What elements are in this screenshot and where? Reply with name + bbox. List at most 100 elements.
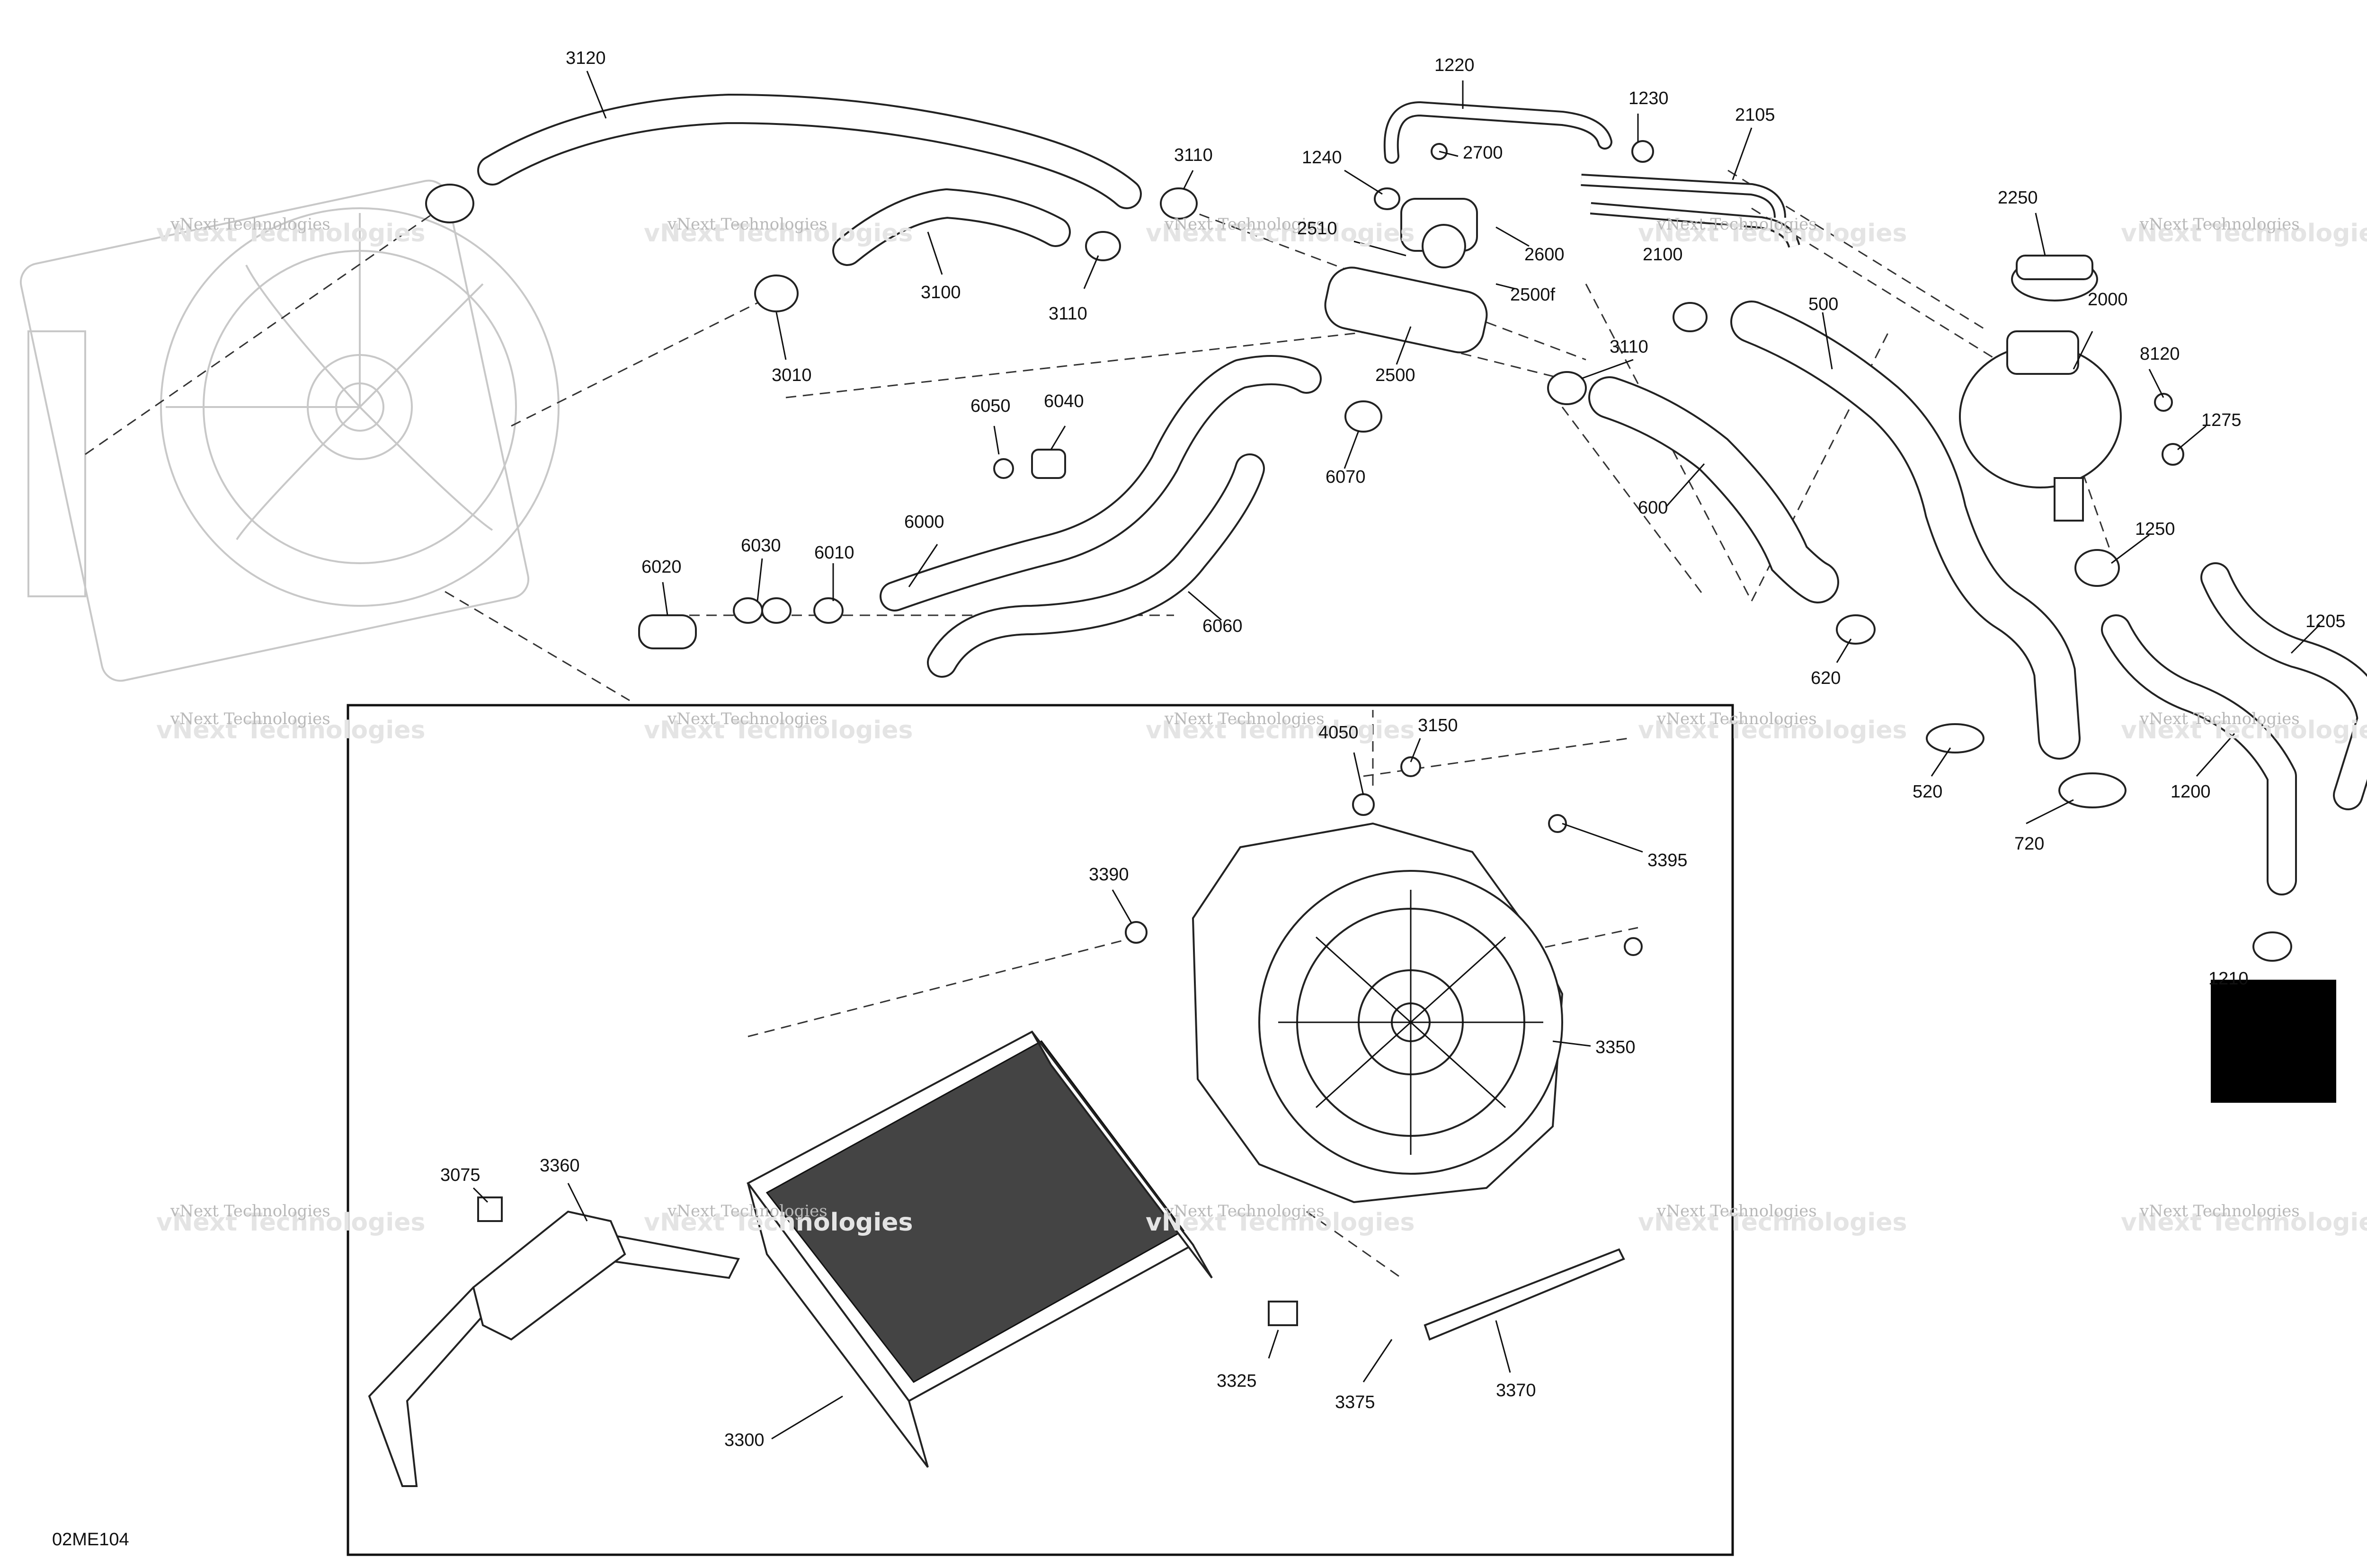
part-label: 6050 bbox=[970, 396, 1011, 416]
hose-1200 bbox=[2101, 614, 2297, 895]
watermark: vNext Technologies bbox=[170, 1202, 330, 1221]
part-label: 3300 bbox=[724, 1430, 765, 1450]
part-label: 3360 bbox=[540, 1156, 580, 1176]
watermark: vNext Technologies bbox=[1146, 219, 1415, 248]
watermark: vNext Technologies bbox=[2121, 1208, 2367, 1237]
hose-600 bbox=[1588, 376, 1839, 603]
part-label: 2000 bbox=[2088, 290, 2128, 310]
watermark: vNext Technologies bbox=[1656, 1202, 1817, 1221]
part-label: 1200 bbox=[2171, 782, 2211, 802]
watermark: vNext Technologies bbox=[1656, 215, 1817, 234]
part-label: 6000 bbox=[904, 512, 944, 532]
part-label: 1205 bbox=[2305, 611, 2346, 631]
part-label: 2250 bbox=[1998, 188, 2038, 208]
part-label: 3110 bbox=[1049, 304, 1087, 324]
part-label: 2100 bbox=[1643, 245, 1683, 265]
clamps bbox=[425, 140, 2292, 962]
watermark: vNext Technologies bbox=[156, 219, 425, 248]
figure-code: 02ME104 bbox=[52, 1530, 129, 1550]
watermark: vNext Technologies bbox=[1638, 716, 1907, 744]
part-label: 2500f bbox=[1510, 285, 1556, 305]
ghost-fan-assembly bbox=[19, 179, 560, 682]
part-label: 1230 bbox=[1628, 89, 1669, 108]
inset-frame bbox=[347, 704, 1734, 1556]
part-label: 4050 bbox=[1318, 723, 1359, 743]
watermark: vNext Technologies bbox=[2139, 1202, 2300, 1221]
watermark: vNext Technologies bbox=[170, 709, 330, 728]
part-label: 3110 bbox=[1610, 337, 1648, 357]
part-label: 6010 bbox=[814, 543, 854, 563]
hose-500 bbox=[1730, 301, 2081, 760]
part-label: 3120 bbox=[566, 48, 606, 68]
watermark: vNext Technologies bbox=[667, 215, 828, 234]
watermark: vNext Technologies bbox=[1638, 219, 1907, 248]
part-label: 6040 bbox=[1044, 391, 1084, 411]
hose-3100 bbox=[832, 188, 1071, 266]
pipe-2500 bbox=[1324, 198, 1488, 354]
part-label: 8120 bbox=[2140, 344, 2180, 364]
part-label: 6060 bbox=[1202, 616, 1243, 636]
watermark: vNext Technologies bbox=[156, 716, 425, 744]
part-label: 3390 bbox=[1089, 865, 1129, 885]
watermark: vNext Technologies bbox=[2139, 215, 2300, 234]
part-label: 600 bbox=[1638, 498, 1668, 518]
part-label: 2500 bbox=[1375, 365, 1415, 385]
watermark: vNext Technologies bbox=[1164, 709, 1325, 728]
part-label: 6020 bbox=[641, 557, 682, 577]
part-label: 3150 bbox=[1418, 716, 1458, 735]
part-label: 3010 bbox=[772, 365, 812, 385]
part-label: 3325 bbox=[1217, 1371, 1257, 1391]
part-label: 2600 bbox=[1524, 245, 1565, 265]
part-label: 1275 bbox=[2201, 410, 2242, 430]
radiator-3300 bbox=[747, 1030, 1213, 1468]
watermark: vNext Technologies bbox=[1638, 1208, 1907, 1237]
part-label: 6030 bbox=[741, 536, 781, 556]
hose-6060 bbox=[927, 453, 1265, 678]
part-label: 720 bbox=[2014, 834, 2044, 854]
part-label: 500 bbox=[1808, 294, 1838, 314]
pipes-2105-2100 bbox=[1581, 174, 1800, 248]
part-label: 520 bbox=[1913, 782, 1942, 802]
hose-1220 bbox=[1383, 101, 1612, 164]
brackets bbox=[368, 1196, 1625, 1487]
redaction-block bbox=[2211, 980, 2336, 1103]
watermark: vNext Technologies bbox=[667, 1202, 828, 1221]
watermark: vNext Technologies bbox=[156, 1208, 425, 1237]
part-label: 3375 bbox=[1335, 1392, 1375, 1412]
part-label: 3110 bbox=[1174, 145, 1213, 165]
part-label: 2510 bbox=[1297, 219, 1337, 239]
watermark: vNext Technologies bbox=[644, 716, 913, 744]
part-label: 1220 bbox=[1434, 55, 1475, 75]
part-label: 2105 bbox=[1735, 105, 1775, 125]
part-label: 1250 bbox=[2135, 519, 2175, 539]
watermark: vNext Technologies bbox=[644, 1208, 913, 1237]
part-label: 3395 bbox=[1647, 850, 1688, 870]
watermark: vNext Technologies bbox=[1656, 709, 1817, 728]
part-label: 3370 bbox=[1496, 1381, 1536, 1400]
watermark: vNext Technologies bbox=[667, 709, 828, 728]
expansion-tank-2000 bbox=[1959, 255, 2122, 522]
hose-1205 bbox=[2200, 562, 2367, 810]
hose-6000 bbox=[880, 355, 1322, 611]
watermark: vNext Technologies bbox=[1146, 716, 1415, 744]
part-label: 1210 bbox=[2208, 969, 2249, 989]
part-label: 620 bbox=[1811, 668, 1841, 688]
part-labels: 3120 1220 1230 2105 3110 1240 2700 2510 … bbox=[440, 48, 2346, 1450]
watermark: vNext Technologies bbox=[1164, 1202, 1325, 1221]
part-label: 3075 bbox=[440, 1165, 481, 1185]
watermark: vNext Technologies bbox=[644, 219, 913, 248]
watermark: vNext Technologies bbox=[170, 215, 330, 234]
watermark: vNext Technologies bbox=[2139, 709, 2300, 728]
watermark: vNext Technologies bbox=[2121, 716, 2367, 744]
watermark: vNext Technologies bbox=[1164, 215, 1325, 234]
watermark: vNext Technologies bbox=[1146, 1208, 1415, 1237]
part-label: 6070 bbox=[1326, 467, 1366, 487]
part-label: 3100 bbox=[921, 283, 961, 302]
watermark: vNext Technologies bbox=[2121, 219, 2367, 248]
part-label: 1240 bbox=[1302, 148, 1342, 168]
part-label: 2700 bbox=[1463, 143, 1503, 163]
watermarks: vNext Technologies vNext Technologies vN… bbox=[156, 215, 2367, 1237]
leader-lines bbox=[472, 71, 2321, 1440]
